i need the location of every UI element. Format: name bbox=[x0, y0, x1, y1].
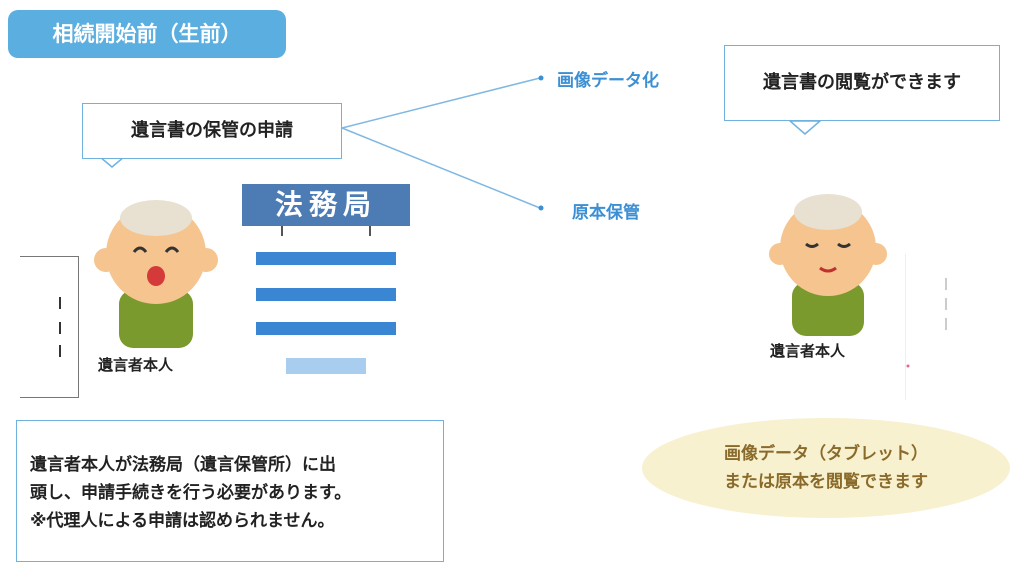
info-box: 遺言者本人が法務局（遺言保管所）に出 頭し、申請手続きを行う必要があります。 ※… bbox=[16, 420, 444, 562]
building-hooks bbox=[281, 226, 371, 236]
elderly-person-icon bbox=[94, 200, 218, 348]
legal-bureau-sign: 法務局 bbox=[242, 184, 410, 226]
document-icon bbox=[20, 256, 79, 398]
legal-bureau-building bbox=[256, 238, 396, 378]
view-box: 遺言書の閲覧ができます bbox=[724, 45, 1000, 121]
person-left-label: 遺言者本人 bbox=[98, 356, 174, 374]
elderly-person-reading-icon bbox=[769, 194, 887, 336]
view-note-line1: 画像データ（タブレット） bbox=[724, 444, 928, 464]
branch-digitize-label: 画像データ化 bbox=[557, 71, 659, 91]
person-right-label: 遺言者本人 bbox=[770, 342, 846, 360]
view-note: 画像データ（タブレット） または原本を閲覧できます bbox=[642, 418, 1010, 518]
document-right-icon bbox=[905, 254, 1028, 400]
view-note-line2: または原本を閲覧できます bbox=[724, 472, 928, 492]
branch-original-label: 原本保管 bbox=[572, 203, 640, 223]
request-box: 遺言書の保管の申請 bbox=[82, 103, 342, 159]
title-badge: 相続開始前（生前） bbox=[8, 10, 286, 58]
